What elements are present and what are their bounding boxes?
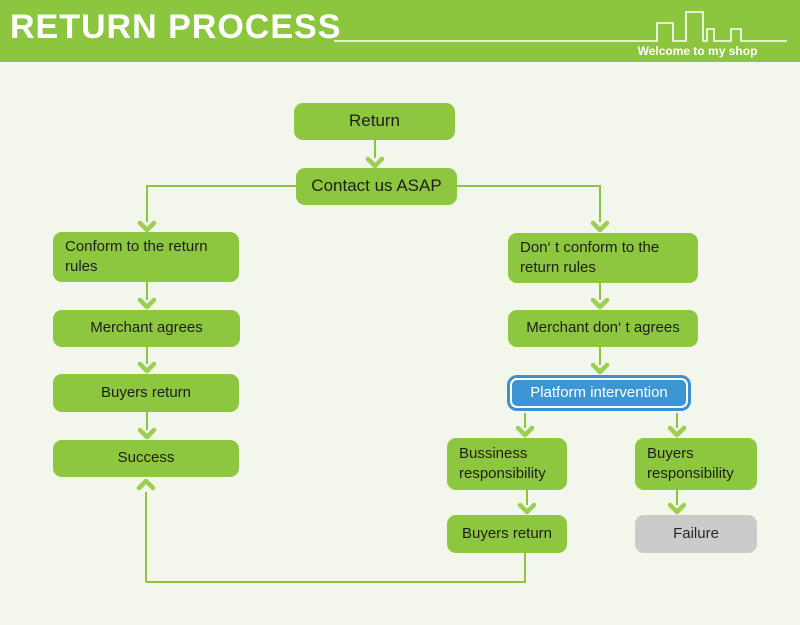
arrowhead-down-icon xyxy=(590,362,610,375)
edge-contact-left-hline xyxy=(147,185,296,187)
arrowhead-down-icon xyxy=(137,297,157,310)
edge-business-buyersreturn-line xyxy=(526,490,528,505)
edge-buyersresp-failure-line xyxy=(676,488,678,505)
city-skyline-icon xyxy=(334,11,787,42)
flow-node-buyers-return-left: Buyers return xyxy=(53,374,239,412)
arrowhead-down-icon xyxy=(517,502,537,515)
flow-node-failure: Failure xyxy=(635,515,757,553)
flow-node-success: Success xyxy=(53,440,239,477)
edge-platform-buyersresp-line xyxy=(676,413,678,428)
edge-feedback-vline-right xyxy=(524,553,526,582)
edge-dontconform-merchantdont-line xyxy=(599,283,601,300)
edge-contact-right-hline xyxy=(457,185,601,187)
arrowhead-down-icon xyxy=(137,361,157,374)
flow-node-buyers-responsibility: Buyers responsibility xyxy=(635,438,757,490)
edge-feedback-vline-left xyxy=(145,492,147,582)
edge-feedback-hline xyxy=(146,581,526,583)
edge-platform-business-line xyxy=(524,413,526,428)
flow-node-business-responsibility: Bussiness responsibility xyxy=(447,438,567,490)
shop-tagline: Welcome to my shop xyxy=(637,44,758,58)
page-title: RETURN PROCESS xyxy=(10,8,342,46)
edge-merchant-buyersreturn-line xyxy=(146,347,148,364)
flow-node-conform-rules: Conform to the return rules xyxy=(53,232,239,282)
flow-node-contact-us-asap: Contact us ASAP xyxy=(296,168,457,205)
flow-node-dont-conform-rules: Don‘ t conform to the return rules xyxy=(508,233,698,283)
edge-merchantdont-platform-line xyxy=(599,347,601,365)
flow-node-merchant-agrees: Merchant agrees xyxy=(53,310,240,347)
header-banner: RETURN PROCESS Welcome to my shop xyxy=(0,0,800,62)
arrowhead-down-icon xyxy=(515,425,535,438)
arrowhead-down-icon xyxy=(365,156,385,169)
edge-contact-left-vline xyxy=(146,185,148,222)
arrowhead-down-icon xyxy=(667,502,687,515)
arrowhead-down-icon xyxy=(667,425,687,438)
arrowhead-down-icon xyxy=(137,220,157,233)
flow-node-return: Return xyxy=(294,103,455,140)
arrowhead-down-icon xyxy=(590,297,610,310)
arrowhead-up-icon xyxy=(136,478,156,491)
edge-conform-merchant-line xyxy=(146,282,148,300)
edge-contact-right-vline xyxy=(599,185,601,222)
arrowhead-down-icon xyxy=(137,427,157,440)
edge-return-contact-line xyxy=(374,140,376,158)
flow-node-buyers-return-right: Buyers return xyxy=(447,515,567,553)
flow-node-platform-intervention: Platform intervention xyxy=(510,378,688,408)
arrowhead-down-icon xyxy=(590,220,610,233)
edge-buyersreturn-success-line xyxy=(146,412,148,430)
flow-node-merchant-dont-agree: Merchant don‘ t agrees xyxy=(508,310,698,347)
